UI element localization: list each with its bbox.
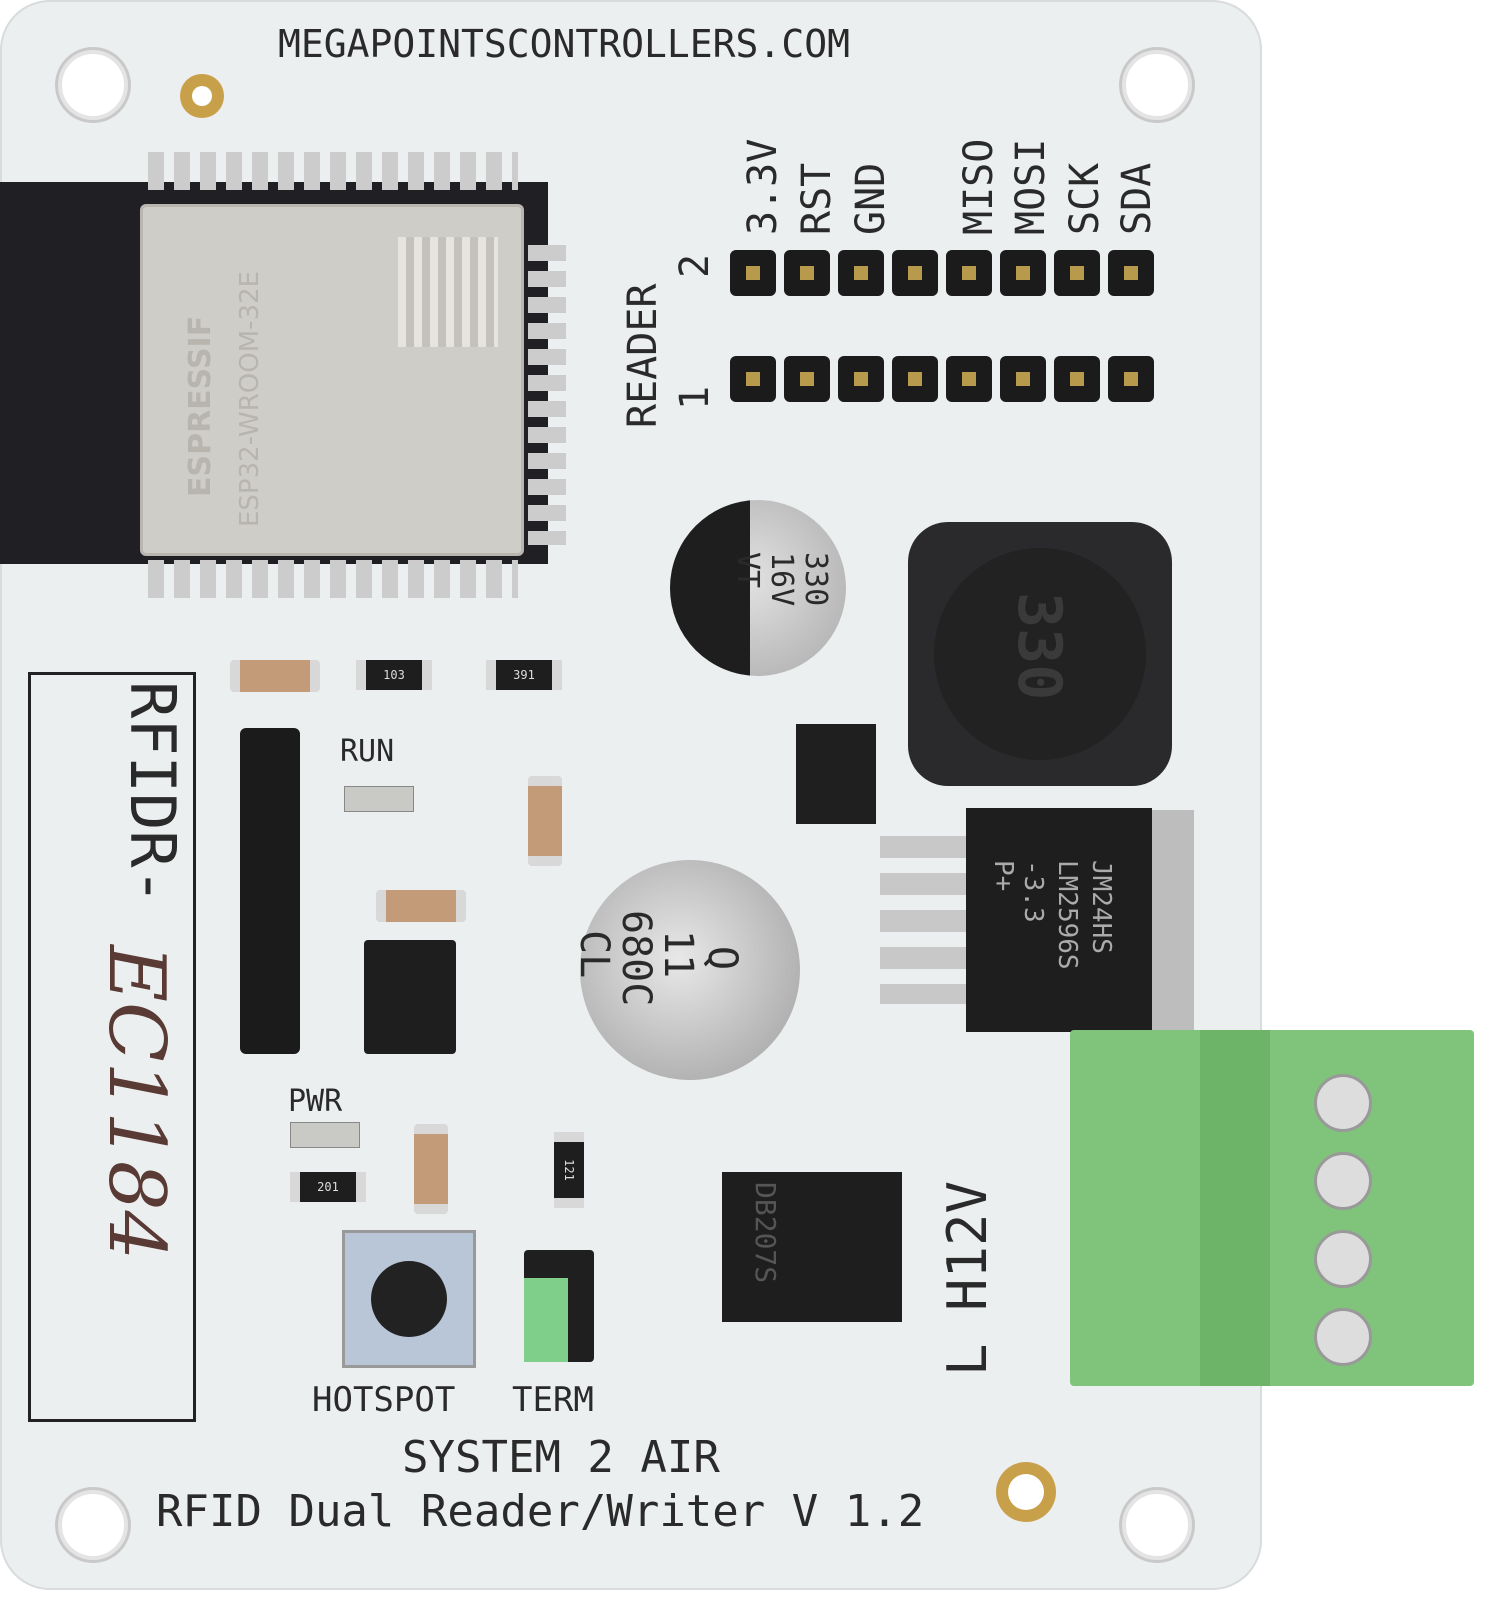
esp32-shield: ESPRESSIF ESP32-WROOM-32E [140, 204, 524, 556]
screw-icon[interactable] [1314, 1230, 1372, 1288]
terminal-block[interactable] [1070, 1030, 1474, 1386]
capacitor-smd [528, 776, 562, 866]
regulator-voltage: -3.3 P+ [988, 860, 1048, 923]
term-jumper-cap[interactable] [524, 1278, 568, 1362]
reader-row-1-label: 1 [672, 385, 718, 410]
run-led [344, 786, 414, 812]
capacitor-stripe [670, 500, 750, 676]
esp-brand: ESPRESSIF [183, 315, 218, 497]
header-pin [784, 356, 830, 402]
power-inductor: 330 [908, 522, 1172, 786]
cap-mark: Q [699, 946, 745, 971]
mounting-hole [1122, 1490, 1192, 1560]
header-pin [1000, 250, 1046, 296]
screw-icon[interactable] [1314, 1308, 1372, 1366]
pin-label-miso: MISO [956, 138, 1002, 235]
screw-icon[interactable] [1314, 1152, 1372, 1210]
pin-label-mosi: MOSI [1008, 138, 1054, 235]
lm2596-regulator: JM24HS LM2596S -3.3 P+ [966, 808, 1152, 1032]
schottky-diode [796, 724, 876, 824]
header-pin [892, 250, 938, 296]
product-line-label: SYSTEM 2 AIR [402, 1432, 720, 1483]
pin-label-sda: SDA [1114, 162, 1160, 235]
module-pins-right [528, 245, 566, 545]
fiducial-pad [1008, 1474, 1044, 1510]
hotspot-label: HOTSPOT [312, 1380, 456, 1420]
cap-series: CL [571, 930, 617, 979]
resistor-121: 121 [554, 1132, 584, 1208]
cap-series: VT [730, 552, 765, 589]
header-pin [838, 356, 884, 402]
pin-label-3v3: 3.3V [740, 138, 786, 235]
header-pin [730, 356, 776, 402]
screw-icon[interactable] [1314, 1074, 1372, 1132]
button-cap[interactable] [371, 1261, 447, 1337]
header-pin [892, 356, 938, 402]
header-pin [784, 250, 830, 296]
reader-row-2-label: 2 [672, 253, 718, 278]
hotspot-button[interactable] [342, 1230, 476, 1368]
header-pin [838, 250, 884, 296]
capacitor-smd [376, 890, 466, 922]
bridge-rectifier: DB207S [722, 1172, 902, 1322]
esp-model: ESP32-WROOM-32E [235, 270, 265, 527]
inductor-value: 330 [1004, 592, 1074, 701]
cap-value: 680C [613, 910, 659, 1007]
header-pin [730, 250, 776, 296]
pin-label-gnd: GND [848, 162, 894, 235]
header-pin [1108, 356, 1154, 402]
cap-value: 330 [798, 552, 833, 607]
regulator-model: LM2596S [1052, 860, 1082, 970]
mounting-hole [1122, 50, 1192, 120]
website-label: MEGAPOINTSCONTROLLERS.COM [278, 22, 850, 66]
header-pin [1108, 250, 1154, 296]
cap-code: 11 [655, 930, 701, 979]
sticker-handwritten-serial: EC1184 [91, 945, 181, 1261]
header-pin [946, 250, 992, 296]
module-pins-bottom [148, 560, 518, 598]
regulator-code: JM24HS [1086, 860, 1116, 954]
pwr-label: PWR [288, 1084, 343, 1119]
module-pins-top [148, 152, 518, 190]
sticker-printed-label: RFIDR- [116, 681, 189, 905]
power-input-label: L H12V [936, 1180, 999, 1376]
header-pin [946, 356, 992, 402]
product-name-label: RFID Dual Reader/Writer V 1.2 [156, 1486, 925, 1537]
capacitor-smd [414, 1124, 448, 1214]
inductor-core [934, 548, 1146, 760]
reader-1-header [726, 352, 1166, 408]
reader-2-header [726, 246, 1166, 302]
mounting-hole [58, 1490, 128, 1560]
term-jumper-header[interactable] [524, 1250, 594, 1362]
term-label: TERM [512, 1380, 594, 1420]
regulator-tab [1150, 810, 1194, 1030]
pin-label-sck: SCK [1062, 162, 1108, 235]
terminal-ridge [1200, 1030, 1270, 1386]
cap-voltage: 16V [764, 552, 799, 607]
run-label: RUN [340, 734, 395, 769]
header-pin [1000, 356, 1046, 402]
capacitor-smd [230, 660, 320, 692]
fiducial-pad [192, 86, 212, 106]
header-pin [1054, 356, 1100, 402]
pwr-led [290, 1122, 360, 1148]
serial-sticker-box: RFIDR- EC1184 [28, 672, 196, 1422]
reader-label: READER [620, 283, 666, 429]
pin-label-rst: RST [794, 162, 840, 235]
bridge-model: DB207S [749, 1182, 782, 1284]
electrolytic-capacitor-330uf: 330 16V VT [670, 500, 846, 676]
qr-code-icon [398, 237, 498, 347]
programming-header [240, 728, 300, 1054]
electrolytic-capacitor-680uf: Q 11 680C CL [571, 860, 800, 1080]
header-pin [1054, 250, 1100, 296]
ic-chip-soic8 [364, 940, 456, 1054]
resistor-391: 391 [486, 660, 562, 690]
resistor-201: 201 [290, 1172, 366, 1202]
regulator-pins [880, 836, 970, 1004]
mounting-hole [58, 50, 128, 120]
resistor-103: 103 [356, 660, 432, 690]
